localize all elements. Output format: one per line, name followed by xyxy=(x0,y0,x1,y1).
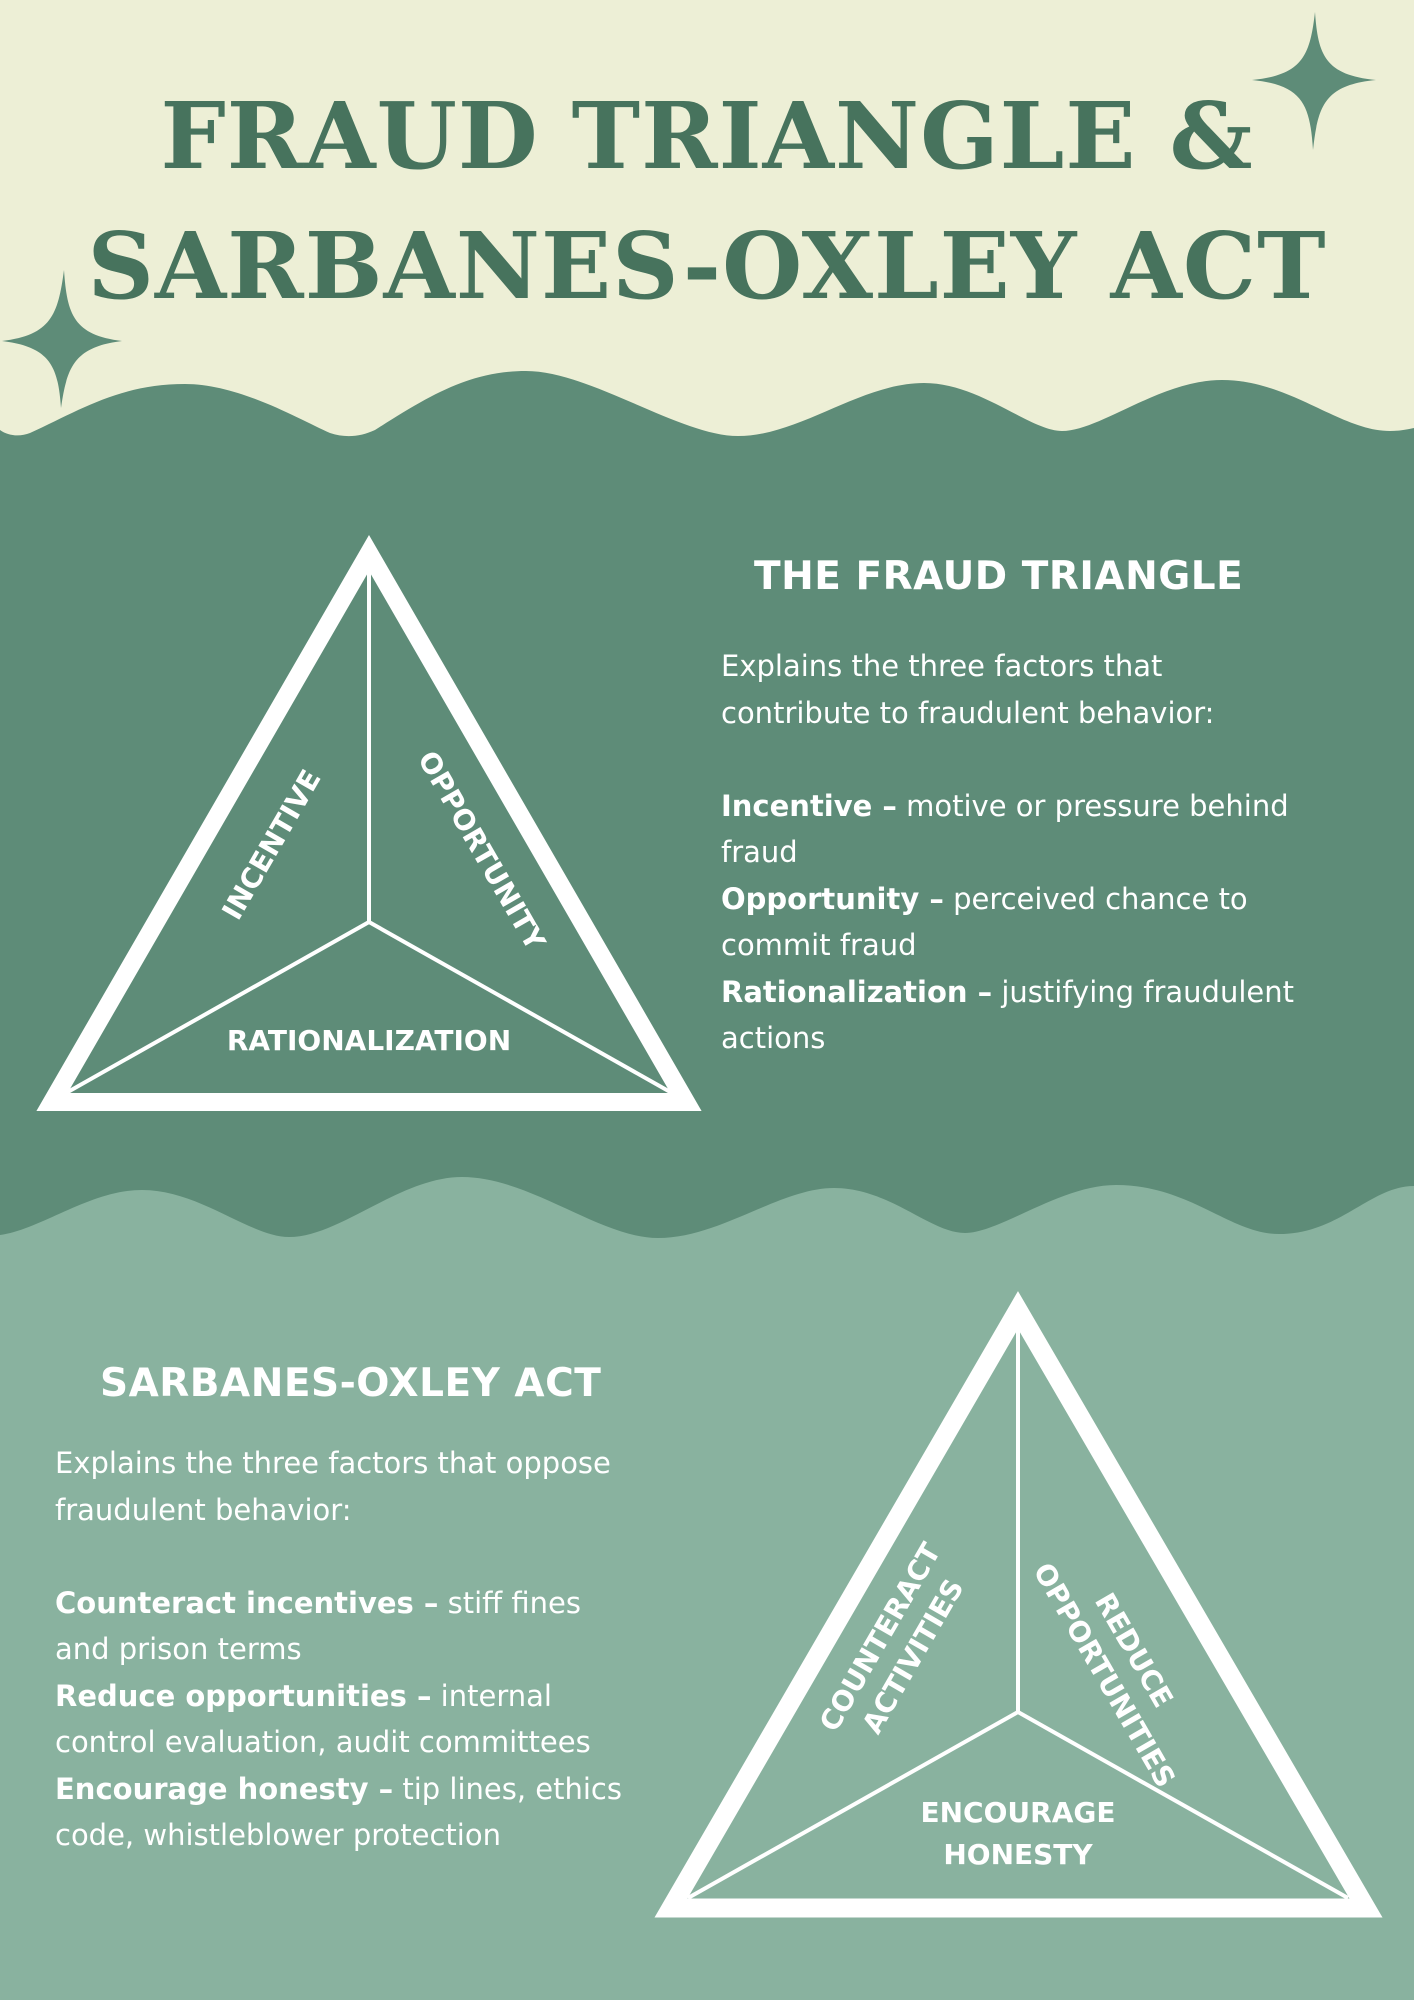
fraud-triangle-description: Explains the three factors that contribu… xyxy=(721,643,1294,1062)
sox-heading: SARBANES-OXLEY ACT xyxy=(100,1361,602,1406)
sparkle-icon-left xyxy=(2,270,122,408)
description: internal xyxy=(431,1678,552,1713)
description: perceived chance to xyxy=(943,881,1248,916)
fraud-triangle-heading: THE FRAUD TRIANGLE xyxy=(754,554,1244,599)
fraud-intro-line-1: Explains the three factors that xyxy=(721,649,1163,683)
fraud-intro-line-2: contribute to fraudulent behavior: xyxy=(721,695,1215,730)
fraud-item-incentive: Incentive – motive or pressure behind xyxy=(721,783,1294,830)
description: motive or pressure behind xyxy=(896,788,1289,823)
label-encourage: ENCOURAGE xyxy=(920,1796,1116,1829)
fraud-triangle-diagram xyxy=(36,535,702,1111)
fraud-item-rationalization-cont: actions xyxy=(721,1021,826,1055)
sox-triangle-diagram xyxy=(654,1291,1383,1918)
term: Incentive – xyxy=(721,788,897,823)
fraud-divider-right xyxy=(368,920,673,1095)
fraud-item-opportunity-cont: commit fraud xyxy=(721,928,917,962)
description: justifying fraudulent xyxy=(992,974,1294,1009)
fraud-item-incentive-cont: fraud xyxy=(721,835,798,869)
label-rationalization: RATIONALIZATION xyxy=(226,1024,512,1057)
description: stiff fines xyxy=(438,1585,581,1620)
page-title: FRAUD TRIANGLE & SARBANES-OXLEY ACT xyxy=(0,0,1414,330)
fraud-item-opportunity: Opportunity – perceived chance to xyxy=(721,876,1294,923)
term: Opportunity – xyxy=(721,881,944,916)
title-line-2: SARBANES-OXLEY ACT xyxy=(87,212,1327,320)
term: Rationalization – xyxy=(721,974,993,1009)
sox-triangle-outline xyxy=(654,1291,1383,1918)
spacer xyxy=(721,736,1294,783)
fraud-triangle-outline xyxy=(36,535,702,1111)
sox-item-counteract: Counteract incentives – stiff fines xyxy=(55,1580,622,1627)
sox-item-counteract-cont: and prison terms xyxy=(55,1632,302,1666)
fraud-divider-left xyxy=(65,920,370,1095)
title-line-1: FRAUD TRIANGLE & xyxy=(160,82,1254,190)
fraud-item-rationalization: Rationalization – justifying fraudulent xyxy=(721,969,1294,1016)
sox-item-encourage-cont: code, whistleblower protection xyxy=(55,1818,501,1852)
description: tip lines, ethics xyxy=(393,1771,622,1806)
term: Reduce opportunities – xyxy=(55,1678,432,1713)
sox-divider-right xyxy=(1017,1710,1349,1900)
label-encourage-honesty: ENCOURAGE HONESTY xyxy=(888,1792,1148,1876)
term: Counteract incentives – xyxy=(55,1585,439,1620)
sox-divider-left xyxy=(687,1710,1019,1900)
term: Encourage honesty – xyxy=(55,1771,394,1806)
sox-item-reduce-cont: control evaluation, audit committees xyxy=(55,1725,591,1759)
sparkle-icon-top-right xyxy=(1252,12,1376,150)
spacer xyxy=(55,1533,622,1580)
sox-item-encourage: Encourage honesty – tip lines, ethics xyxy=(55,1766,622,1813)
sox-intro-line-1: Explains the three factors that oppose xyxy=(55,1446,611,1480)
sox-description: Explains the three factors that oppose f… xyxy=(55,1440,622,1859)
sox-item-reduce: Reduce opportunities – internal xyxy=(55,1673,622,1720)
sox-intro-line-2: fraudulent behavior: xyxy=(55,1492,352,1527)
label-honesty: HONESTY xyxy=(943,1838,1093,1871)
